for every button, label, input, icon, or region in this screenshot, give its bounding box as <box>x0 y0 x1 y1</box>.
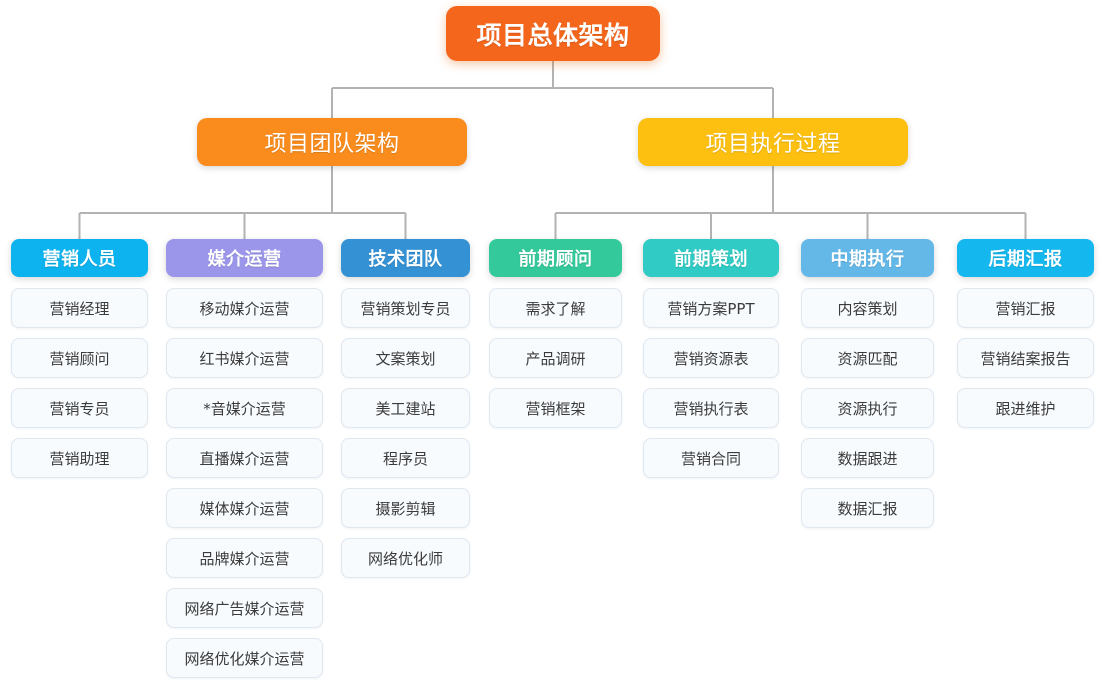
leaf-item[interactable]: 营销顾问 <box>11 338 148 378</box>
leaf-item[interactable]: 直播媒介运营 <box>166 438 323 478</box>
leaf-item-label: 需求了解 <box>525 299 586 318</box>
root-node-label: 项目总体架构 <box>476 20 630 50</box>
leaf-item-label: 摄影剪辑 <box>375 499 436 518</box>
leaf-item-label: 移动媒介运营 <box>199 299 290 318</box>
leaf-item-label: 美工建站 <box>375 399 436 418</box>
leaf-item-label: 直播媒介运营 <box>199 449 290 468</box>
leaf-item[interactable]: 内容策划 <box>801 288 934 328</box>
leaf-item-label: 营销汇报 <box>995 299 1056 318</box>
category-header-label: 营销人员 <box>42 249 117 270</box>
leaf-item[interactable]: 营销方案PPT <box>643 288 779 328</box>
category-header-label: 技术团队 <box>368 249 443 270</box>
leaf-item[interactable]: 营销合同 <box>643 438 779 478</box>
leaf-item-label: 网络优化师 <box>367 549 443 568</box>
leaf-item[interactable]: 营销结案报告 <box>957 338 1094 378</box>
leaf-item-label: 营销经理 <box>49 299 110 318</box>
leaf-item-label: 营销专员 <box>49 399 110 418</box>
leaf-item[interactable]: 摄影剪辑 <box>341 488 470 528</box>
leaf-item-label: 营销合同 <box>680 449 741 468</box>
leaf-item-label: 品牌媒介运营 <box>199 549 290 568</box>
leaf-item[interactable]: 数据汇报 <box>801 488 934 528</box>
branch-node-label: 项目执行过程 <box>705 132 841 157</box>
leaf-item[interactable]: 资源执行 <box>801 388 934 428</box>
category-header-label: 前期顾问 <box>518 249 593 270</box>
leaf-item-label: 营销策划专员 <box>360 299 451 318</box>
leaf-item[interactable]: 网络优化师 <box>341 538 470 578</box>
leaf-item[interactable]: 数据跟进 <box>801 438 934 478</box>
category-header-5[interactable]: 前期策划 <box>643 239 779 277</box>
leaf-item-label: 营销框架 <box>525 399 586 418</box>
leaf-item-label: 跟进维护 <box>995 399 1056 418</box>
category-header-label: 媒介运营 <box>207 249 282 270</box>
leaf-item[interactable]: 网络优化媒介运营 <box>166 638 323 678</box>
leaf-item[interactable]: 营销资源表 <box>643 338 779 378</box>
leaf-item-label: 网络广告媒介运营 <box>184 599 305 618</box>
leaf-item-label: *音媒介运营 <box>203 399 286 418</box>
leaf-item[interactable]: 媒体媒介运营 <box>166 488 323 528</box>
leaf-item[interactable]: 红书媒介运营 <box>166 338 323 378</box>
leaf-item[interactable]: 营销执行表 <box>643 388 779 428</box>
leaf-item[interactable]: 营销经理 <box>11 288 148 328</box>
category-header-1[interactable]: 营销人员 <box>11 239 148 277</box>
leaf-item-label: 网络优化媒介运营 <box>184 649 305 668</box>
leaf-item[interactable]: 营销策划专员 <box>341 288 470 328</box>
category-header-2[interactable]: 媒介运营 <box>166 239 323 277</box>
leaf-item[interactable]: 移动媒介运营 <box>166 288 323 328</box>
leaf-item[interactable]: 跟进维护 <box>957 388 1094 428</box>
leaf-item[interactable]: 网络广告媒介运营 <box>166 588 323 628</box>
leaf-item[interactable]: 文案策划 <box>341 338 470 378</box>
category-header-7[interactable]: 后期汇报 <box>957 239 1094 277</box>
branch-node-2[interactable]: 项目执行过程 <box>638 118 908 166</box>
leaf-item[interactable]: 品牌媒介运营 <box>166 538 323 578</box>
leaf-item-label: 营销结案报告 <box>980 349 1071 368</box>
leaf-item[interactable]: 美工建站 <box>341 388 470 428</box>
leaf-item[interactable]: 产品调研 <box>489 338 622 378</box>
root-node[interactable]: 项目总体架构 <box>446 6 660 61</box>
leaf-item[interactable]: 营销助理 <box>11 438 148 478</box>
leaf-item-label: 数据跟进 <box>837 449 898 468</box>
category-header-label: 前期策划 <box>674 249 748 270</box>
leaf-item-label: 文案策划 <box>375 349 436 368</box>
leaf-item[interactable]: *音媒介运营 <box>166 388 323 428</box>
leaf-item-label: 营销顾问 <box>49 349 110 368</box>
category-header-label: 中期执行 <box>830 249 905 270</box>
leaf-item-label: 营销资源表 <box>673 349 749 368</box>
leaf-item[interactable]: 需求了解 <box>489 288 622 328</box>
leaf-item-label: 媒体媒介运营 <box>199 499 290 518</box>
leaf-item-label: 内容策划 <box>837 299 898 318</box>
branch-node-label: 项目团队架构 <box>264 132 400 157</box>
leaf-item-label: 资源执行 <box>837 399 898 418</box>
category-header-3[interactable]: 技术团队 <box>341 239 470 277</box>
leaf-item-label: 营销助理 <box>49 449 110 468</box>
branch-node-1[interactable]: 项目团队架构 <box>197 118 467 166</box>
leaf-item-label: 数据汇报 <box>837 499 898 518</box>
category-header-6[interactable]: 中期执行 <box>801 239 934 277</box>
leaf-item-label: 营销执行表 <box>673 399 749 418</box>
leaf-item-label: 营销方案PPT <box>667 299 755 318</box>
leaf-item[interactable]: 程序员 <box>341 438 470 478</box>
category-header-4[interactable]: 前期顾问 <box>489 239 622 277</box>
leaf-item-label: 资源匹配 <box>837 349 898 368</box>
leaf-item[interactable]: 营销专员 <box>11 388 148 428</box>
leaf-item-label: 红书媒介运营 <box>199 349 290 368</box>
leaf-item[interactable]: 资源匹配 <box>801 338 934 378</box>
leaf-item[interactable]: 营销框架 <box>489 388 622 428</box>
leaf-item-label: 程序员 <box>382 449 428 468</box>
category-header-label: 后期汇报 <box>988 249 1063 270</box>
leaf-item-label: 产品调研 <box>525 349 586 368</box>
leaf-item[interactable]: 营销汇报 <box>957 288 1094 328</box>
